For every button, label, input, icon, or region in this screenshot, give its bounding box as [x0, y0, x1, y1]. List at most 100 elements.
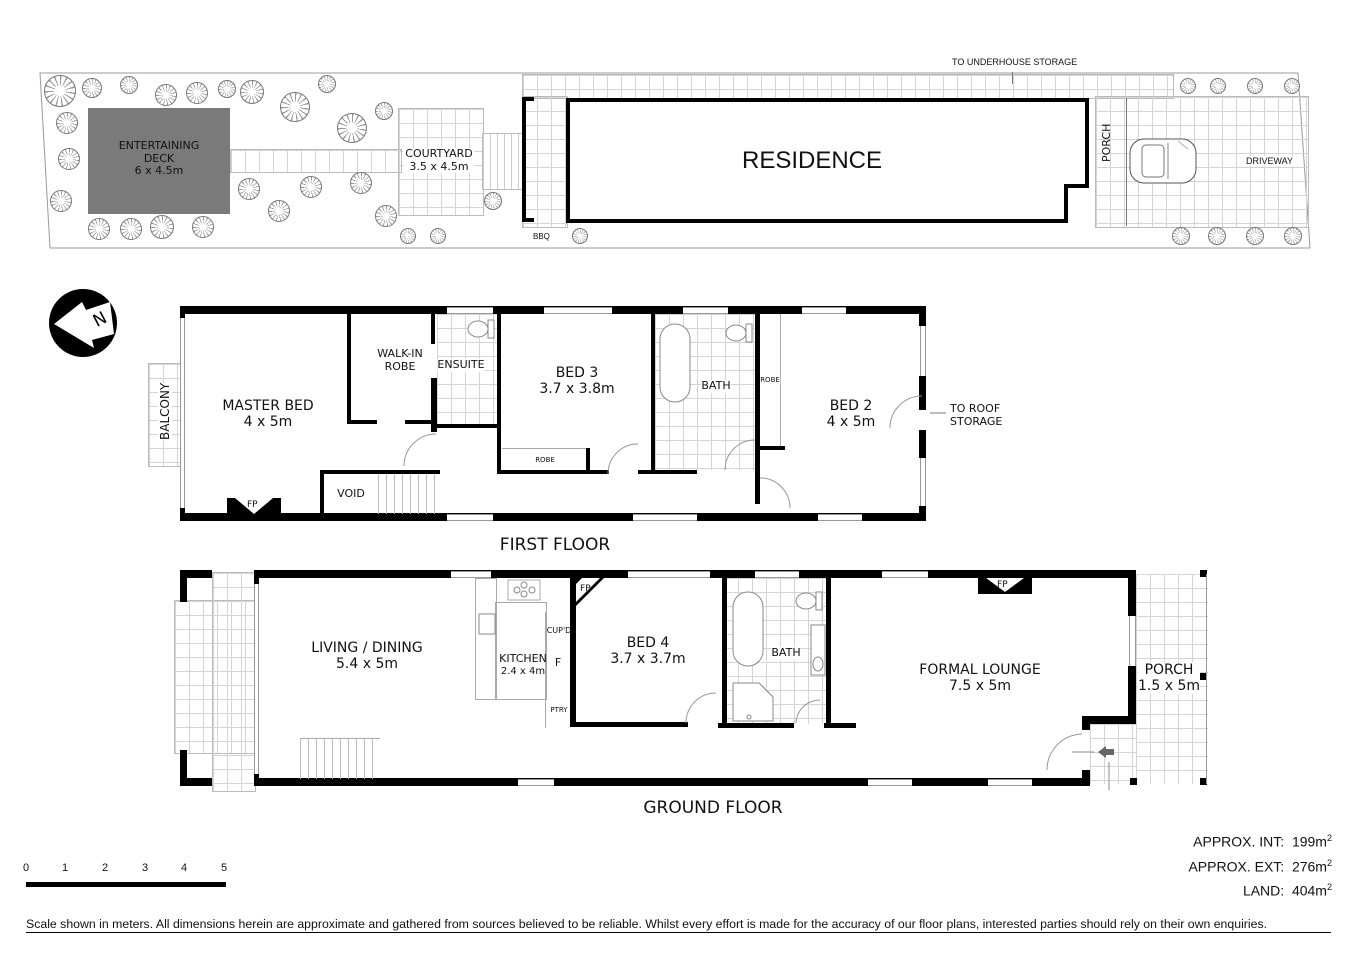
wall	[1082, 716, 1136, 724]
wall	[180, 570, 212, 578]
sink-icon	[478, 613, 496, 635]
tree-icon	[186, 82, 208, 104]
fireplace-icon	[978, 578, 1032, 594]
lounge-fp-label: FP	[997, 580, 1008, 590]
walk-in-robe-label: WALK-IN ROBE	[377, 347, 422, 373]
tree-icon	[1247, 78, 1263, 94]
tree-icon	[58, 148, 80, 170]
window	[451, 571, 491, 578]
wall	[180, 778, 212, 786]
window	[818, 514, 862, 521]
wall	[755, 314, 760, 504]
tree-icon	[1180, 78, 1196, 94]
basin-icon	[810, 624, 826, 676]
porch-label: PORCH 1.5 x 5m	[1138, 662, 1200, 695]
tree-icon	[300, 176, 322, 198]
tree-icon	[484, 192, 502, 210]
entertaining-deck-label: ENTERTAINING DECK 6 x 4.5m	[114, 139, 204, 178]
scale-tick-1: 1	[62, 862, 69, 874]
wall	[655, 470, 697, 474]
tree-icon	[240, 80, 264, 104]
window	[882, 571, 928, 578]
tree-icon	[572, 228, 588, 244]
wall	[718, 723, 794, 728]
bed3-label: BED 3 3.7 x 3.8m	[539, 365, 614, 397]
wall	[431, 378, 437, 432]
ensuite-label: ENSUITE	[437, 358, 485, 372]
tree-icon	[44, 75, 76, 107]
tree-icon	[1172, 227, 1190, 245]
tree-icon	[50, 190, 72, 212]
kitchen-label: KITCHEN 2.4 x 4m	[499, 652, 547, 677]
wall	[180, 750, 187, 786]
tree-icon	[155, 84, 177, 106]
stairs	[378, 474, 440, 514]
bbq-label: BBQ	[533, 232, 550, 241]
tree-icon	[337, 113, 367, 143]
tree-icon	[1210, 78, 1226, 94]
courtyard-size: 3.5 x 4.5m	[409, 159, 469, 173]
bed2-robe-label: ROBE	[760, 376, 780, 385]
porch-name: PORCH	[1144, 662, 1194, 678]
wall	[437, 424, 501, 428]
tree-icon	[268, 200, 290, 222]
tree-icon	[350, 172, 372, 194]
master-bed-name: MASTER BED	[222, 398, 314, 414]
living-dining-size: 5.4 x 5m	[336, 656, 398, 673]
porch-post	[1200, 673, 1207, 680]
wall	[180, 306, 185, 318]
scale-tick-2: 2	[102, 862, 109, 874]
wall	[570, 578, 576, 726]
tree-icon	[1208, 227, 1226, 245]
residence-label: RESIDENCE	[741, 147, 883, 174]
bed3-size: 3.7 x 3.8m	[539, 381, 615, 398]
arrow-down-icon	[1012, 72, 1013, 84]
tree-icon	[120, 218, 142, 240]
bed4-size: 3.7 x 3.7m	[610, 651, 686, 668]
wall	[405, 420, 435, 424]
wall	[254, 570, 259, 584]
window	[447, 307, 493, 314]
driveway-label: DRIVEWAY	[1246, 156, 1294, 166]
cooktop-icon	[507, 579, 541, 601]
wall	[919, 376, 926, 410]
kitchen-bench	[475, 578, 497, 700]
master-bed-label: MASTER BED 4 x 5m	[222, 398, 313, 430]
area-external-value: 276m	[1291, 858, 1327, 875]
void-label: VOID	[337, 487, 365, 500]
cupboard-label: CUP'D	[546, 626, 572, 635]
window	[1129, 616, 1136, 666]
window	[920, 458, 926, 508]
wall	[320, 470, 324, 516]
scale-tick-4: 4	[181, 862, 188, 874]
formal-lounge-label: FORMAL LOUNGE 7.5 x 5m	[919, 662, 1040, 694]
underhouse-storage-note: TO UNDERHOUSE STORAGE	[952, 57, 1078, 67]
bed2-name: BED 2	[829, 398, 873, 414]
window	[802, 307, 846, 314]
entertaining-deck	[88, 108, 230, 214]
tree-icon	[1284, 227, 1302, 245]
fridge-label: F	[554, 656, 562, 669]
wall	[431, 314, 435, 344]
window	[633, 514, 697, 521]
wall	[824, 723, 856, 728]
door-swing	[685, 692, 1114, 790]
tree-icon	[82, 78, 102, 98]
tree-icon	[120, 76, 138, 94]
area-internal-sup: 2	[1326, 833, 1332, 843]
toilet-icon	[467, 319, 495, 339]
wall	[497, 470, 609, 474]
window	[518, 779, 554, 786]
door-swing	[403, 395, 946, 509]
wall	[919, 430, 926, 458]
formal-lounge-size: 7.5 x 5m	[948, 678, 1011, 695]
area-external: APPROX. EXT: 276m2	[1188, 853, 1332, 878]
area-land-sup: 2	[1326, 882, 1332, 893]
tree-icon	[1284, 78, 1300, 94]
balcony-door	[180, 318, 185, 508]
bed3-name: BED 3	[555, 365, 599, 381]
area-internal: APPROX. INT: 199m2	[1188, 828, 1332, 853]
bed4-name: BED 4	[626, 635, 670, 651]
wall	[254, 774, 259, 786]
wall	[651, 314, 655, 474]
